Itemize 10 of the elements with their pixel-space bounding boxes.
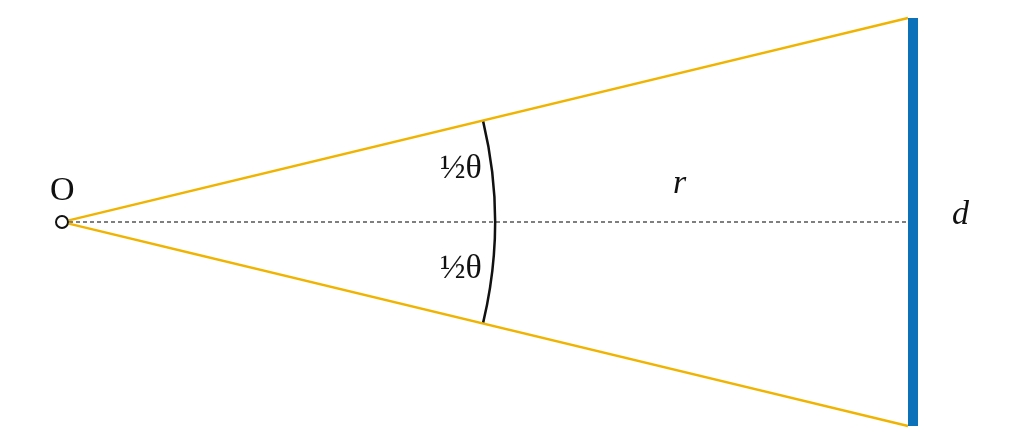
point-label: d (952, 196, 969, 230)
angle-label: ½θ (440, 150, 482, 184)
ray-line (68, 222, 909, 428)
angle-label: ½θ (440, 250, 482, 284)
ray-line (68, 16, 909, 222)
distance-label: r (673, 165, 687, 199)
screen-bar (908, 18, 918, 426)
point-label: O (50, 172, 75, 206)
center-line (68, 221, 909, 223)
point-circle (55, 215, 69, 229)
